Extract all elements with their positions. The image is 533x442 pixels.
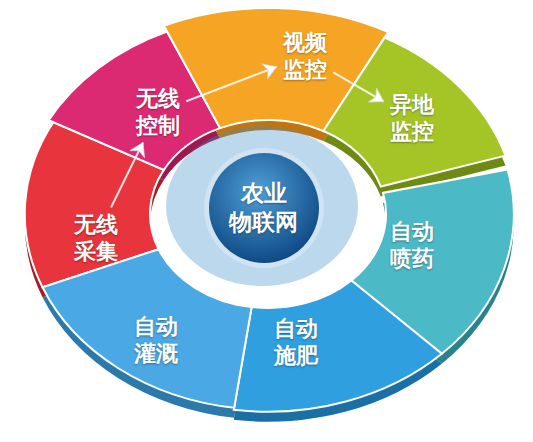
arrowhead [368, 88, 383, 102]
ring-segment-label: 无线 控制 [133, 85, 184, 140]
connector-line [333, 72, 383, 101]
ring-segment-label: 异地 监控 [387, 91, 438, 146]
arrowhead [130, 143, 145, 158]
node-text: 无线 采集 [71, 211, 122, 266]
ring-segment [323, 38, 505, 187]
ring-segment-label: 自动 喷药 [387, 218, 438, 273]
ring-segment-label: 自动 灌溉 [131, 313, 182, 368]
center-circle [209, 153, 319, 263]
node-text: 异地 监控 [387, 91, 438, 146]
connector-line [111, 143, 143, 208]
flow-connector [333, 72, 383, 101]
ring-segment-label: 自动 施肥 [271, 315, 322, 370]
node-text: 农业 物联网 [226, 179, 302, 237]
node-text: 无线 控制 [133, 85, 184, 140]
node-text: 自动 灌溉 [131, 313, 182, 368]
ring-segment-label: 视频 监控 [280, 29, 331, 84]
flow-connector [111, 143, 143, 208]
center-rim [204, 148, 324, 268]
flow-connector [186, 67, 276, 101]
node-text: 自动 喷药 [387, 218, 438, 273]
inner-shadow [166, 126, 358, 286]
node-text: 视频 监控 [280, 29, 331, 84]
arrowhead [262, 64, 277, 79]
ring-segment [234, 281, 442, 412]
center-node: 农业 物联网 [226, 179, 302, 237]
ring-segment-label: 无线 采集 [71, 211, 122, 266]
node-text: 自动 施肥 [271, 315, 322, 370]
connector-line [186, 67, 276, 101]
